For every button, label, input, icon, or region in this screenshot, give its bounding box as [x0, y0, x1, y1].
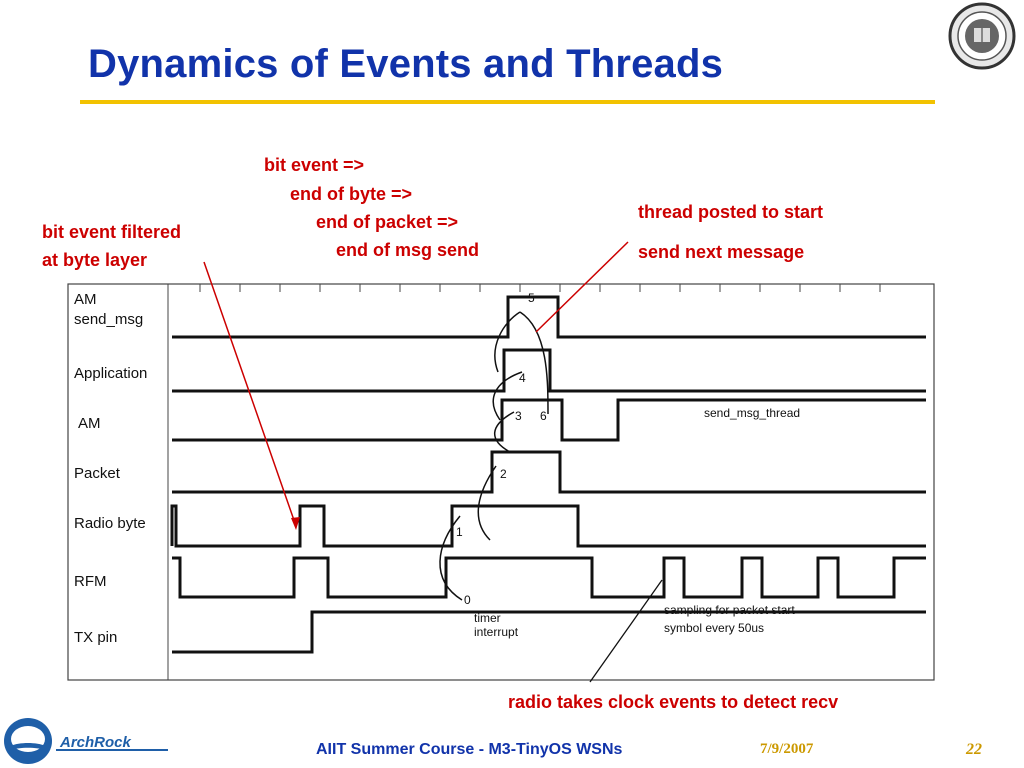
top-tick-marks: [199, 284, 881, 292]
thread-annotation-line-2: send next message: [638, 242, 805, 262]
signal-label-packet: Packet: [74, 465, 121, 482]
filtered-pointer-line: [203, 261, 297, 527]
waveform-am-send-msg: [172, 295, 926, 339]
bit-event-annotation-line-3: end of packet =>: [316, 212, 459, 232]
sampling-label-line-1: sampling for packet start: [664, 603, 795, 617]
event-chain-arrows: [439, 311, 549, 601]
title-underline: [80, 100, 935, 104]
diagram-frame: [67, 283, 935, 681]
bit-event-annotation-line-1: bit event =>: [264, 155, 365, 175]
filtered-annotation-line-2: at byte layer: [42, 250, 148, 270]
thread-pointer-line: [535, 241, 629, 333]
footer-date: 7/9/2007: [760, 741, 814, 757]
archrock-logo: [4, 718, 168, 764]
radio-clock-pointer-line: [589, 579, 663, 683]
university-seal-icon: [948, 2, 1016, 70]
filtered-pointer-arrowhead: [291, 517, 300, 530]
footer-course: AIIT Summer Course - M3-TinyOS WSNs: [316, 741, 623, 758]
filtered-annotation-line-1: bit event filtered: [42, 222, 182, 242]
waveform-am: [172, 398, 926, 442]
step-number: 3: [515, 409, 522, 423]
step-number: 6: [540, 409, 547, 423]
signal-label-radio-byte: Radio byte: [74, 515, 146, 532]
sampling-label-line-2: symbol every 50us: [664, 621, 764, 635]
signal-label-application: Application: [74, 365, 147, 382]
timer-label-line-2: interrupt: [474, 625, 519, 639]
thread-annotation-line-1: thread posted to start: [638, 202, 824, 222]
timer-label-line-1: timer: [474, 611, 501, 625]
waveform-radio-byte: [170, 504, 926, 548]
step-number: 2: [500, 467, 507, 481]
bit-event-annotation-line-4: end of msg send: [336, 240, 480, 260]
step-number: 4: [519, 371, 526, 385]
step-number: 1: [456, 525, 463, 539]
signal-label-tx-pin: TX pin: [74, 629, 117, 646]
step-number: 5: [528, 291, 535, 305]
archrock-logo-text: ArchRock: [60, 734, 131, 751]
signal-label-am-send-msg-line-1: AM: [74, 291, 97, 308]
send-msg-thread-label: send_msg_thread: [704, 406, 800, 420]
radio-clock-annotation: radio takes clock events to detect recv: [508, 692, 839, 712]
step-number: 0: [464, 593, 471, 607]
signal-label-am-send-msg-line-2: send_msg: [74, 311, 143, 328]
footer-page-number: 22: [966, 741, 982, 758]
waveform-application: [172, 348, 926, 393]
bit-event-annotation-line-2: end of byte =>: [290, 184, 413, 204]
waveform-rfm: [172, 556, 926, 599]
waveform-packet: [172, 450, 926, 494]
slide-title: Dynamics of Events and Threads: [88, 42, 724, 86]
signal-label-am: AM: [78, 415, 101, 432]
signal-label-rfm: RFM: [74, 573, 107, 590]
waveform-tx-pin: [172, 610, 926, 654]
